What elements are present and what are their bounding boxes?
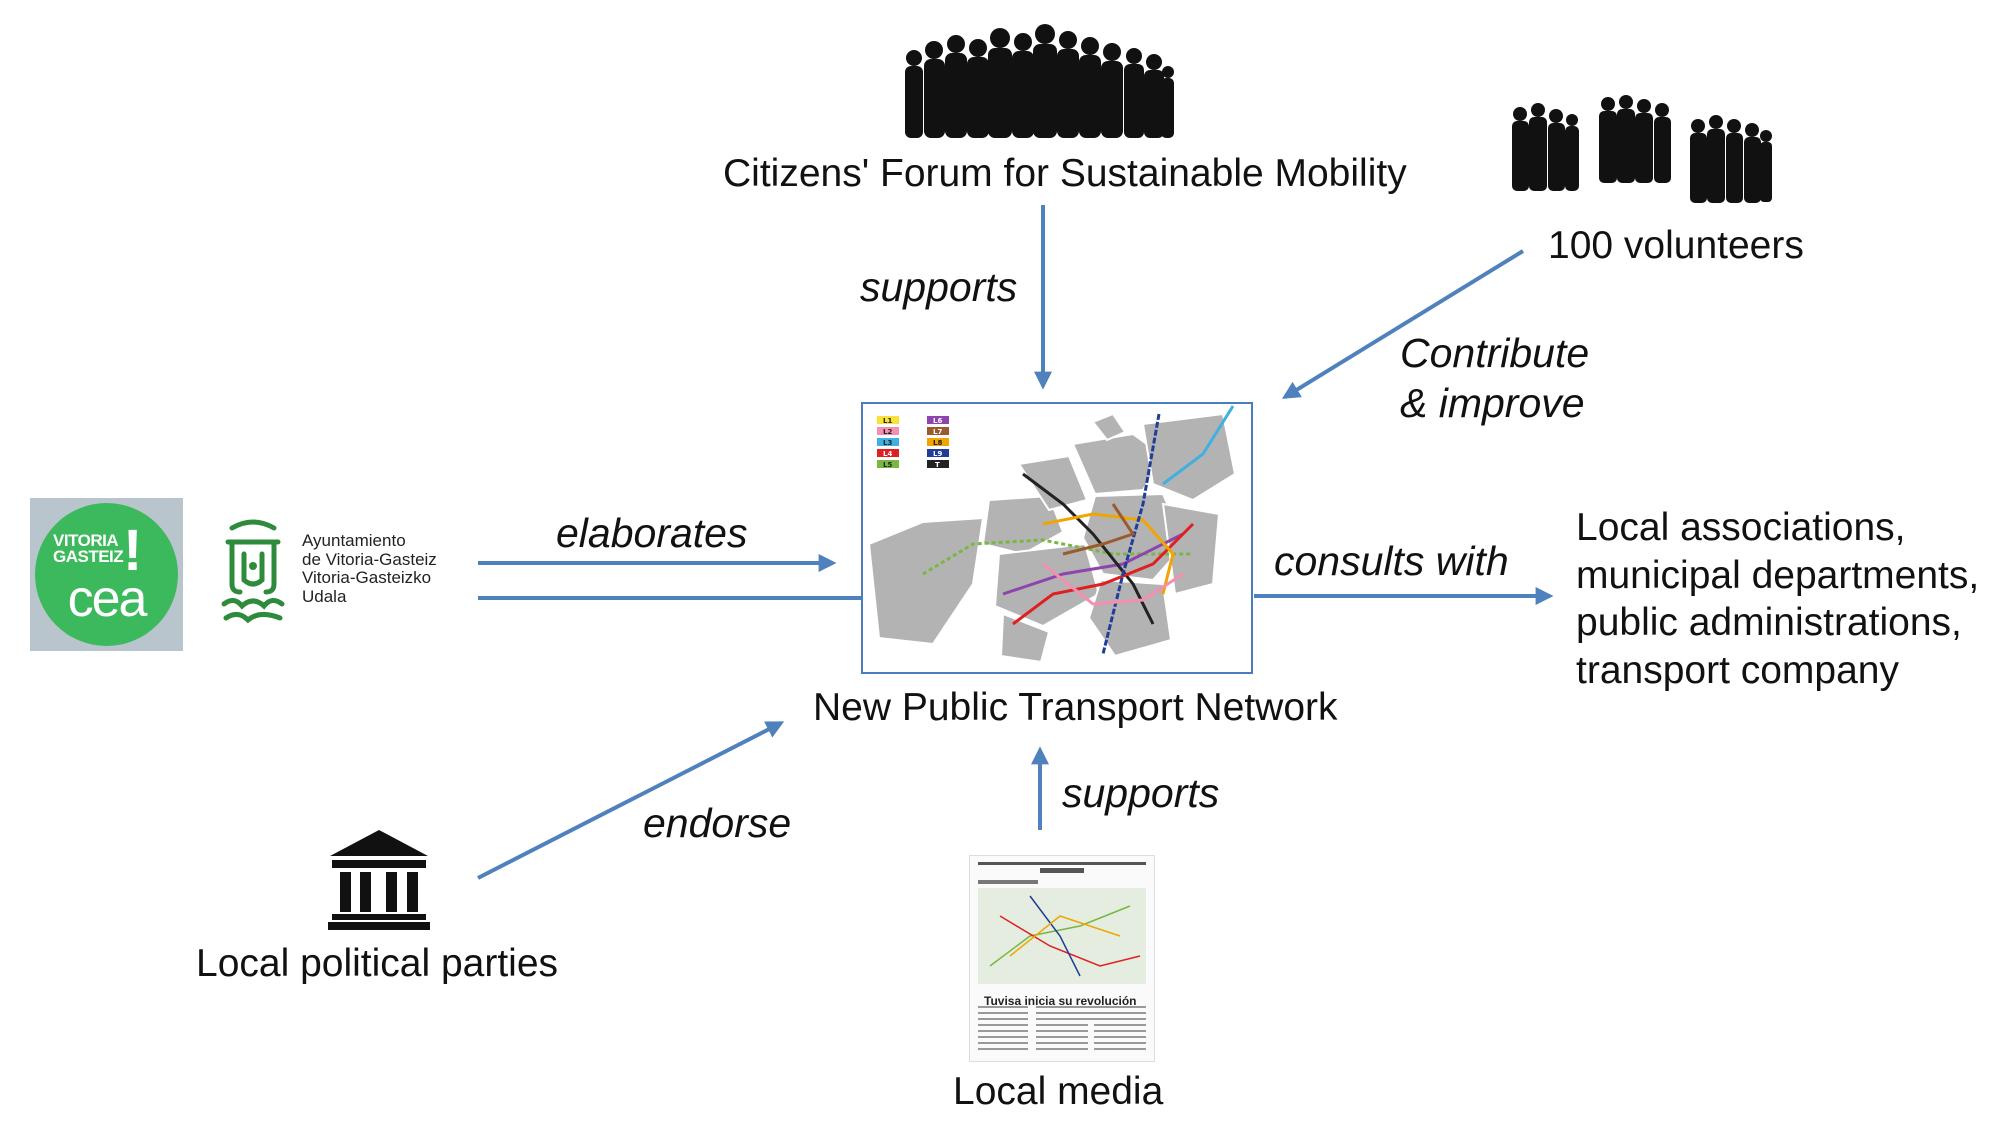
arrow-volunteers-to-network bbox=[1281, 249, 1525, 399]
cea-logo-city: VITORIA GASTEIZ bbox=[53, 531, 124, 567]
crowd-silhouette-icon bbox=[905, 24, 1174, 138]
map-legend-label: L4 bbox=[883, 450, 892, 458]
label-contribute-improve: Contribute & improve bbox=[1400, 330, 1590, 427]
ayuntamiento-name: Ayuntamiento de Vitoria-Gasteiz Vitoria-… bbox=[302, 531, 437, 607]
label-endorse: endorse bbox=[643, 800, 792, 846]
map-legend-label: L9 bbox=[933, 450, 942, 458]
cea-logo-word: cea bbox=[67, 570, 148, 628]
newspaper-layout bbox=[978, 862, 1146, 1050]
label-elaborates: elaborates bbox=[556, 510, 748, 556]
label-forum-supports: supports bbox=[860, 264, 1018, 310]
map-legend-label: L7 bbox=[933, 428, 942, 436]
map-legend-label: L5 bbox=[883, 461, 892, 469]
label-media-supports: supports bbox=[1062, 770, 1220, 816]
newspaper-icon: Tuvisa inicia su revolución bbox=[969, 855, 1155, 1062]
map-legend-label: L3 bbox=[883, 439, 892, 447]
volunteers-silhouette-icon bbox=[1512, 95, 1772, 203]
map-legend-label: L2 bbox=[883, 428, 892, 436]
label-consults-with: consults with bbox=[1274, 538, 1509, 584]
cea-logo-mark: ! bbox=[123, 518, 143, 583]
node-media: Local media bbox=[953, 1070, 1164, 1113]
map-legend-label: L6 bbox=[933, 417, 942, 425]
arrow-endorse bbox=[477, 721, 785, 880]
cea-logo-circle: VITORIA GASTEIZ ! cea bbox=[35, 503, 178, 646]
parliament-building-icon bbox=[328, 830, 430, 930]
node-parties: Local political parties bbox=[196, 942, 559, 985]
map-legend-label: T bbox=[935, 461, 940, 469]
node-stakeholders: Local associations, municipal department… bbox=[1576, 506, 1980, 692]
map-legend-label: L1 bbox=[883, 417, 892, 425]
transport-map: L1 L2 L3 L4 L5 L6 L7 L8 L9 T bbox=[861, 402, 1253, 674]
map-legend-label: L8 bbox=[933, 439, 942, 447]
newspaper-headline: Tuvisa inicia su revolución bbox=[984, 994, 1137, 1008]
node-network: New Public Transport Network bbox=[813, 686, 1338, 729]
cea-logo: VITORIA GASTEIZ ! cea bbox=[30, 498, 183, 651]
node-forum: Citizens' Forum for Sustainable Mobility bbox=[723, 152, 1407, 195]
node-volunteers: 100 volunteers bbox=[1548, 224, 1804, 267]
transport-map-icon: L1 L2 L3 L4 L5 L6 L7 L8 L9 T bbox=[867, 405, 1237, 664]
ayuntamiento-emblem-icon bbox=[221, 519, 285, 624]
